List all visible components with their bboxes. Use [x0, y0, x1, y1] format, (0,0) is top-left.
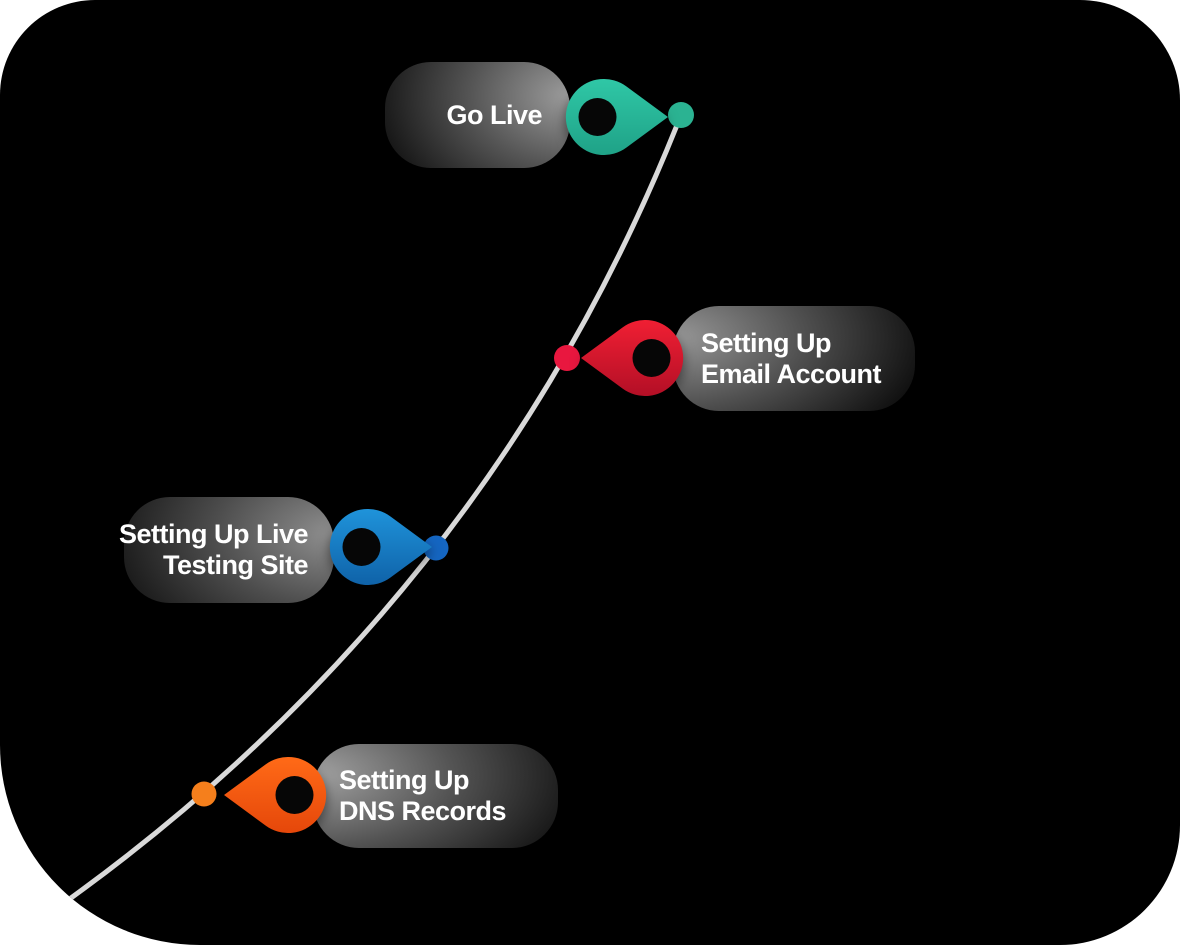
milestone-label-line1: Setting Up: [339, 765, 470, 795]
milestone-dot-live-testing-site: [423, 535, 449, 561]
milestone-label-line1: Go Live: [446, 99, 542, 130]
milestone-label-line2: Email Account: [701, 358, 882, 389]
milestone-label-live-testing-site: Setting Up Live Testing Site: [119, 497, 334, 603]
milestone-label-line1: Setting Up: [701, 327, 832, 358]
milestone-dot-dns-records: [191, 781, 217, 807]
location-pin-icon-live-testing-site: [329, 509, 432, 585]
milestone-label-line1: Setting Up Live: [118, 519, 309, 549]
milestone-dot-email-account: [554, 345, 580, 371]
milestone-label-line2: Testing Site: [162, 550, 309, 580]
location-pin-icon-go-live: [565, 79, 668, 155]
milestone-dot-go-live: [668, 102, 694, 128]
milestone-label-email-account: Setting Up Email Account: [673, 306, 915, 411]
location-pin-icon-email-account: [581, 320, 684, 396]
milestone-label-go-live: Go Live: [385, 62, 570, 168]
milestone-label-dns-records: Setting Up DNS Records: [313, 744, 558, 848]
location-pin-icon-dns-records: [224, 757, 327, 833]
milestone-label-line2: DNS Records: [339, 796, 507, 826]
